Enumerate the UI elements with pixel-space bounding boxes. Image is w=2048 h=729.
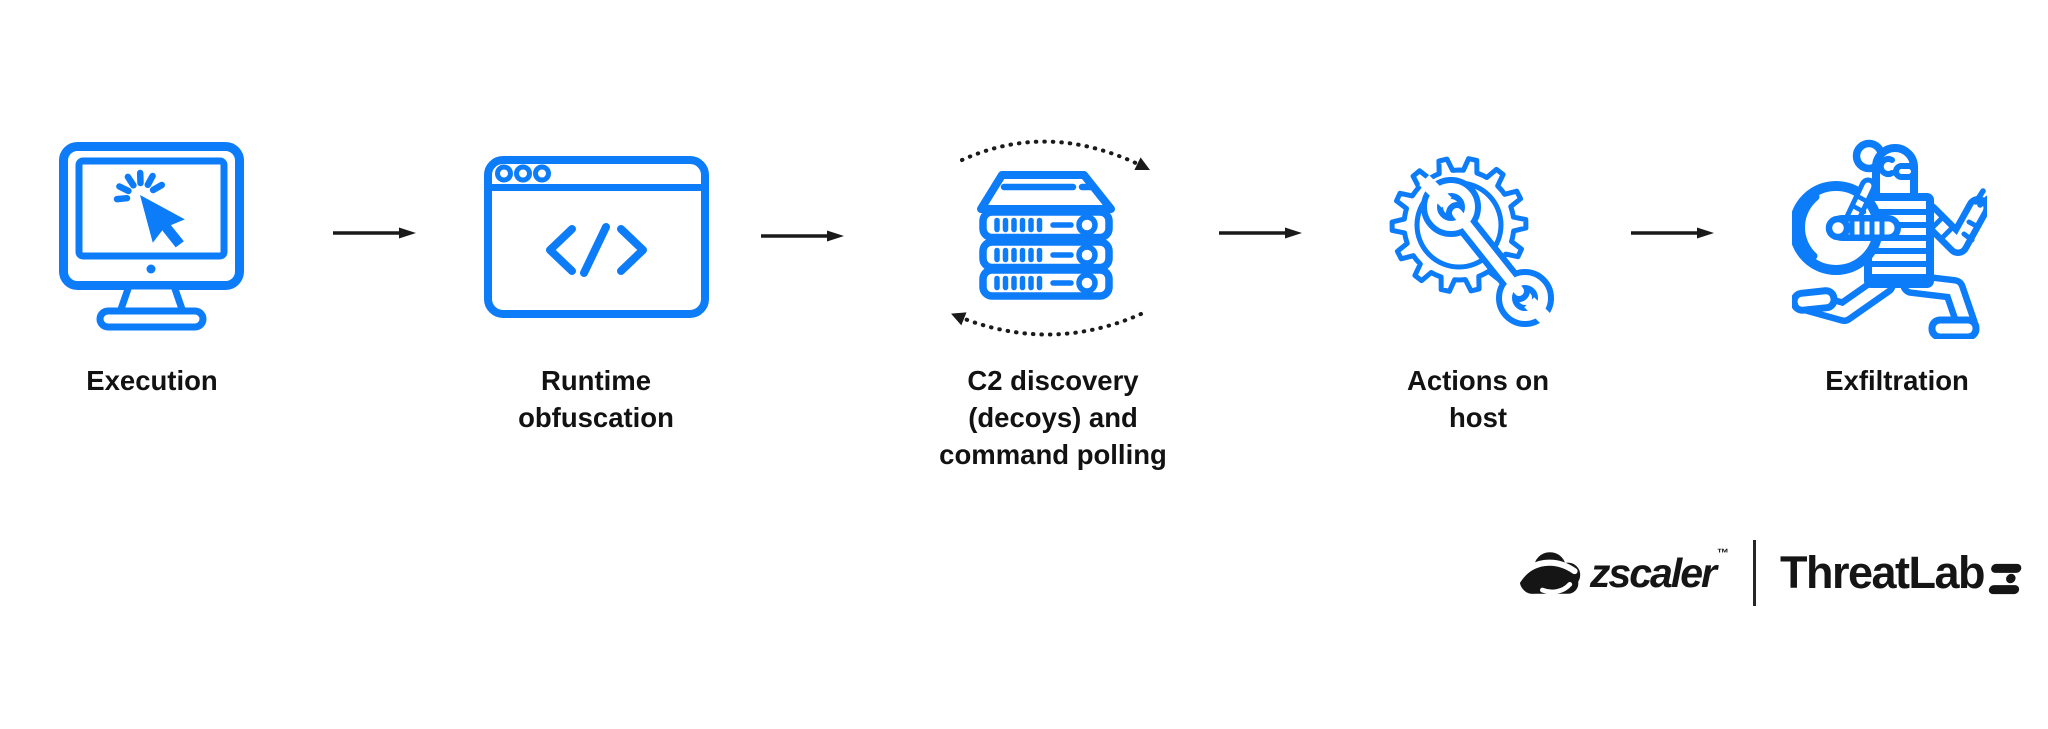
threatlabz-z-glyph: [1988, 563, 2022, 595]
stage-label-exfiltration: Exfiltration: [1777, 362, 2017, 399]
flow-arrow-4: [1631, 227, 1714, 239]
zscaler-wordmark: zscaler: [1589, 549, 1717, 596]
threatlabz-wordmark: ThreatLab: [1779, 547, 1986, 598]
stage-label-actions-on-host: Actions on host: [1345, 362, 1611, 436]
server-stack-icon: [945, 132, 1155, 352]
dotted-cycle-arrows-icon: [951, 139, 1150, 337]
stage-label-line: Exfiltration: [1825, 365, 1969, 396]
stage-label-c2-discovery: C2 discovery (decoys) and command pollin…: [913, 362, 1193, 473]
monitor-cursor-click-icon: [59, 142, 244, 337]
gear-wrench-icon: [1381, 151, 1559, 338]
stage-label-line: obfuscation: [518, 402, 674, 433]
zscaler-cloud-icon: [1514, 552, 1581, 595]
browser-code-icon: [484, 156, 709, 323]
stage-label-line: C2 discovery: [967, 365, 1139, 396]
running-thief-icon: [1789, 134, 1991, 344]
stage-label-line: command polling: [939, 439, 1167, 470]
stage-label-line: host: [1448, 402, 1508, 433]
stage-label-line: Runtime: [541, 365, 651, 396]
stage-label-line: Actions on: [1406, 365, 1550, 396]
flow-arrow-2: [761, 230, 844, 242]
stage-label-execution: Execution: [32, 362, 272, 399]
logo-divider: [1752, 540, 1756, 606]
zscaler-threatlabz-logo: zscaler ™ ThreatLab: [1514, 532, 2022, 614]
stage-label-runtime-obfuscation: Runtime obfuscation: [476, 362, 716, 436]
zscaler-trademark: ™: [1716, 546, 1729, 560]
stage-label-line: (decoys) and: [968, 402, 1138, 433]
flow-arrow-1: [333, 227, 416, 239]
stage-label-line: Execution: [86, 365, 218, 396]
flow-arrow-3: [1219, 227, 1302, 239]
